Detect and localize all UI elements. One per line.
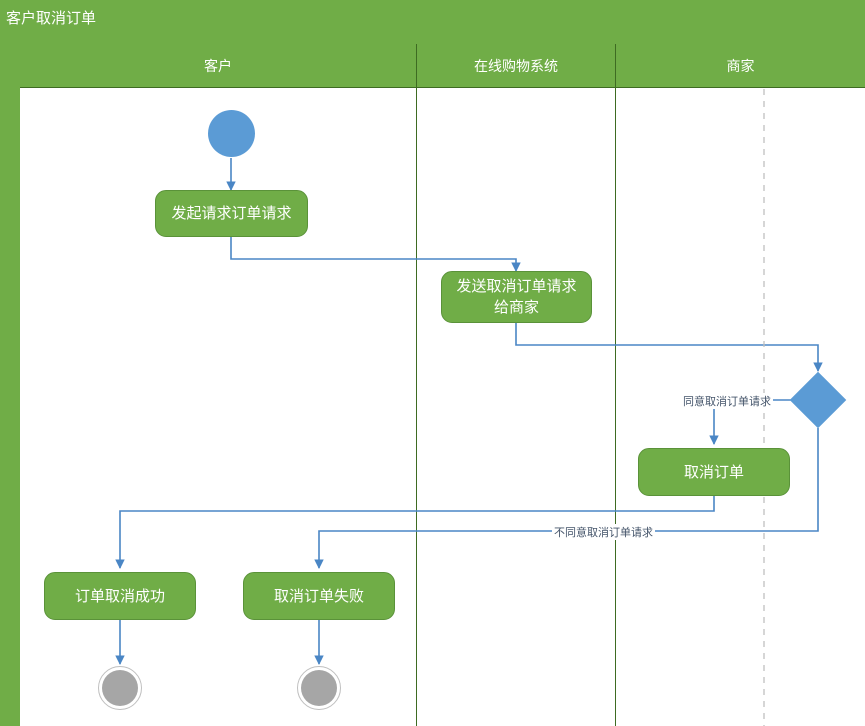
action-request-cancel[interactable]: 发起请求订单请求	[155, 190, 308, 237]
lane-header-customer-label: 客户	[204, 57, 232, 74]
final-node-success[interactable]	[98, 666, 142, 710]
action-send-cancel-to-merchant[interactable]: 发送取消订单请求 给商家	[441, 271, 592, 323]
lane-body-shopping-system	[417, 88, 616, 726]
swimlane-left-band	[0, 44, 21, 726]
action-send-cancel-line2: 给商家	[493, 299, 539, 316]
lane-header-customer: 客户	[20, 44, 417, 88]
action-cancel-failed[interactable]: 取消订单失败	[243, 572, 395, 620]
edge-label-agree: 同意取消订单请求	[681, 393, 773, 409]
diagram-title: 客户取消订单	[6, 10, 97, 27]
initial-node[interactable]	[208, 110, 255, 157]
action-send-cancel-line1: 发送取消订单请求	[456, 278, 577, 295]
lane-header-shopping-system: 在线购物系统	[417, 44, 616, 88]
diagram-title-bar: 客户取消订单	[0, 0, 865, 44]
action-cancel-failed-label: 取消订单失败	[273, 587, 364, 605]
action-cancel-order-label: 取消订单	[683, 463, 744, 481]
lane-header-merchant: 商家	[616, 44, 865, 88]
final-node-failed[interactable]	[297, 666, 341, 710]
action-cancel-success[interactable]: 订单取消成功	[44, 572, 196, 620]
lane-body-customer	[20, 88, 417, 726]
action-cancel-order[interactable]: 取消订单	[638, 448, 790, 496]
edge-label-disagree: 不同意取消订单请求	[552, 524, 655, 540]
action-cancel-success-label: 订单取消成功	[74, 587, 165, 605]
action-request-cancel-label: 发起请求订单请求	[171, 205, 292, 222]
lane-header-merchant-label: 商家	[726, 57, 755, 74]
lane-header-shopping-system-label: 在线购物系统	[474, 57, 558, 74]
